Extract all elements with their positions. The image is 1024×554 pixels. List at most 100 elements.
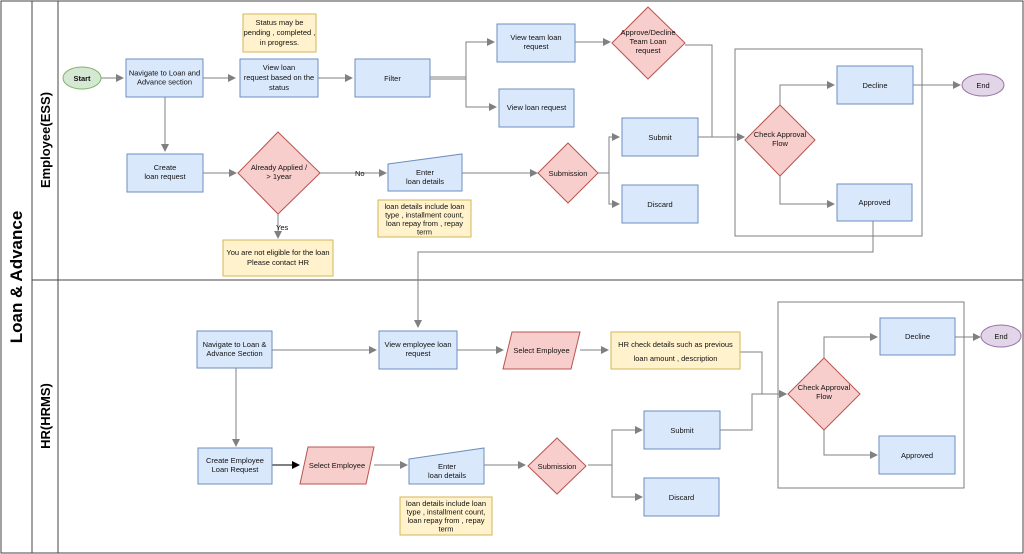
svg-text:loan details include loan: loan details include loan	[406, 499, 486, 508]
check-approval-flow-hrms[interactable]: Check Approval Flow	[787, 357, 861, 431]
pool-title: Loan & Advance	[7, 211, 26, 344]
approval-flow-container-hrms	[777, 301, 965, 489]
svg-text:Advance Section: Advance Section	[206, 349, 262, 358]
svg-text:Approved: Approved	[901, 451, 933, 460]
svg-text:Approved: Approved	[858, 198, 890, 207]
svg-text:Decline: Decline	[905, 332, 930, 341]
svg-text:Select Employee: Select Employee	[309, 461, 365, 470]
note-loan-details-ess: loan details include loan type , install…	[377, 199, 472, 238]
decline-step-hrms[interactable]: Decline	[879, 317, 956, 356]
svg-text:Navigate to Loan &: Navigate to Loan &	[203, 340, 267, 349]
approved-step-ess[interactable]: Approved	[836, 183, 913, 222]
svg-text:View loan: View loan	[263, 63, 295, 72]
edge-label-no: No	[355, 169, 365, 178]
svg-text:request based on the: request based on the	[244, 73, 314, 82]
svg-text:loan repay from , repay: loan repay from , repay	[386, 219, 463, 228]
note-loan-details-hrms: loan details include loan type , install…	[399, 496, 493, 536]
navigate-loan-section-ess[interactable]: Navigate to Loan and Advance section	[125, 58, 204, 98]
svg-text:request: request	[405, 349, 431, 358]
view-loan-by-status[interactable]: View loan request based on the status	[239, 58, 319, 98]
svg-text:Enter: Enter	[438, 462, 456, 471]
svg-text:You are not eligible for the l: You are not eligible for the loan	[226, 248, 329, 257]
submission-decision-hrms[interactable]: Submission	[527, 437, 587, 495]
svg-text:Start: Start	[73, 74, 91, 83]
select-employee-step[interactable]: Select Employee	[502, 331, 581, 370]
svg-text:loan details: loan details	[406, 177, 444, 186]
connectors-hrms	[232, 333, 981, 501]
svg-text:Select Employee: Select Employee	[513, 346, 569, 355]
svg-text:End: End	[994, 332, 1007, 341]
svg-text:Create Employee: Create Employee	[206, 456, 264, 465]
svg-text:Already Applied /: Already Applied /	[251, 163, 308, 172]
svg-text:Check Approval: Check Approval	[798, 383, 851, 392]
svg-text:loan amount , description: loan amount , description	[634, 354, 718, 363]
check-approval-flow-ess[interactable]: Check Approval Flow	[744, 104, 816, 177]
svg-text:View employee loan: View employee loan	[385, 340, 452, 349]
lane-label-hrms: HR(HRMS)	[38, 383, 53, 449]
svg-text:Loan Request: Loan Request	[212, 465, 260, 474]
svg-text:request: request	[635, 46, 661, 55]
svg-text:Submit: Submit	[670, 426, 694, 435]
svg-text:Submission: Submission	[538, 462, 577, 471]
svg-text:> 1year: > 1year	[266, 172, 292, 181]
submit-step-hrms[interactable]: Submit	[643, 410, 721, 450]
approval-flow-container-ess	[734, 48, 923, 237]
svg-text:View loan request: View loan request	[507, 103, 567, 112]
view-loan-request[interactable]: View loan request	[498, 88, 575, 128]
svg-text:Status may be: Status may be	[256, 18, 304, 27]
select-employee-step-2[interactable]: Select Employee	[299, 446, 375, 485]
view-team-loan-request[interactable]: View team loan request	[496, 23, 576, 63]
already-applied-decision[interactable]: Already Applied / > 1year	[237, 131, 321, 215]
svg-text:Flow: Flow	[816, 392, 832, 401]
svg-text:Submission: Submission	[549, 169, 588, 178]
svg-text:Discard: Discard	[669, 493, 694, 502]
discard-step-ess[interactable]: Discard	[621, 184, 699, 224]
lane-label-ess: Employee(ESS)	[38, 92, 53, 188]
svg-text:Filter: Filter	[384, 74, 401, 83]
svg-text:pending , completed ,: pending , completed ,	[244, 28, 316, 37]
create-loan-request-ess[interactable]: Create loan request	[126, 153, 204, 193]
svg-text:Navigate to Loan and: Navigate to Loan and	[129, 69, 200, 78]
svg-text:term: term	[417, 228, 432, 237]
enter-loan-details-ess[interactable]: Enter loan details	[387, 153, 463, 192]
hr-check-details: HR check details such as previous loan a…	[610, 331, 741, 370]
svg-text:type , installment count,: type , installment count,	[385, 211, 464, 220]
svg-text:Check Approval: Check Approval	[754, 130, 807, 139]
svg-text:Decline: Decline	[862, 81, 887, 90]
svg-text:Please contact HR: Please contact HR	[247, 258, 310, 267]
svg-text:Discard: Discard	[647, 200, 672, 209]
svg-text:Advance section: Advance section	[137, 78, 192, 87]
svg-text:HR check details such as previ: HR check details such as previous	[618, 340, 733, 349]
filter-step[interactable]: Filter	[354, 58, 431, 98]
svg-text:Submit: Submit	[648, 133, 672, 142]
navigate-loan-section-hrms[interactable]: Navigate to Loan & Advance Section	[196, 330, 273, 369]
enter-loan-details-hrms[interactable]: Enter loan details	[408, 447, 485, 485]
svg-text:type , installment count,: type , installment count,	[407, 508, 486, 517]
decline-step-ess[interactable]: Decline	[836, 65, 914, 105]
svg-text:Flow: Flow	[772, 139, 788, 148]
note-not-eligible: You are not eligible for the loan Please…	[222, 239, 334, 277]
view-employee-loan-request[interactable]: View employee loan request	[378, 330, 458, 370]
svg-text:request: request	[523, 42, 549, 51]
svg-text:status: status	[269, 83, 289, 92]
svg-text:Enter: Enter	[416, 168, 434, 177]
svg-text:loan details include loan: loan details include loan	[384, 202, 464, 211]
end-node-ess[interactable]: End	[961, 73, 1005, 97]
svg-text:loan repay from , repay: loan repay from , repay	[407, 516, 484, 525]
svg-text:term: term	[439, 525, 454, 534]
discard-step-hrms[interactable]: Discard	[643, 477, 720, 517]
approved-step-hrms[interactable]: Approved	[878, 435, 956, 475]
submission-decision-ess[interactable]: Submission	[537, 142, 599, 204]
start-node[interactable]: Start	[62, 66, 102, 90]
create-employee-loan-request[interactable]: Create Employee Loan Request	[197, 447, 273, 485]
svg-text:View team loan: View team loan	[510, 33, 561, 42]
submit-step-ess[interactable]: Submit	[621, 117, 699, 157]
svg-text:Create: Create	[154, 163, 177, 172]
svg-text:Approve/Decline: Approve/Decline	[620, 28, 675, 37]
svg-text:loan request: loan request	[144, 172, 186, 181]
connectors-ess	[97, 38, 961, 328]
approve-decline-decision[interactable]: Approve/Decline Team Loan request	[611, 6, 686, 80]
end-node-hrms[interactable]: End	[980, 324, 1022, 348]
